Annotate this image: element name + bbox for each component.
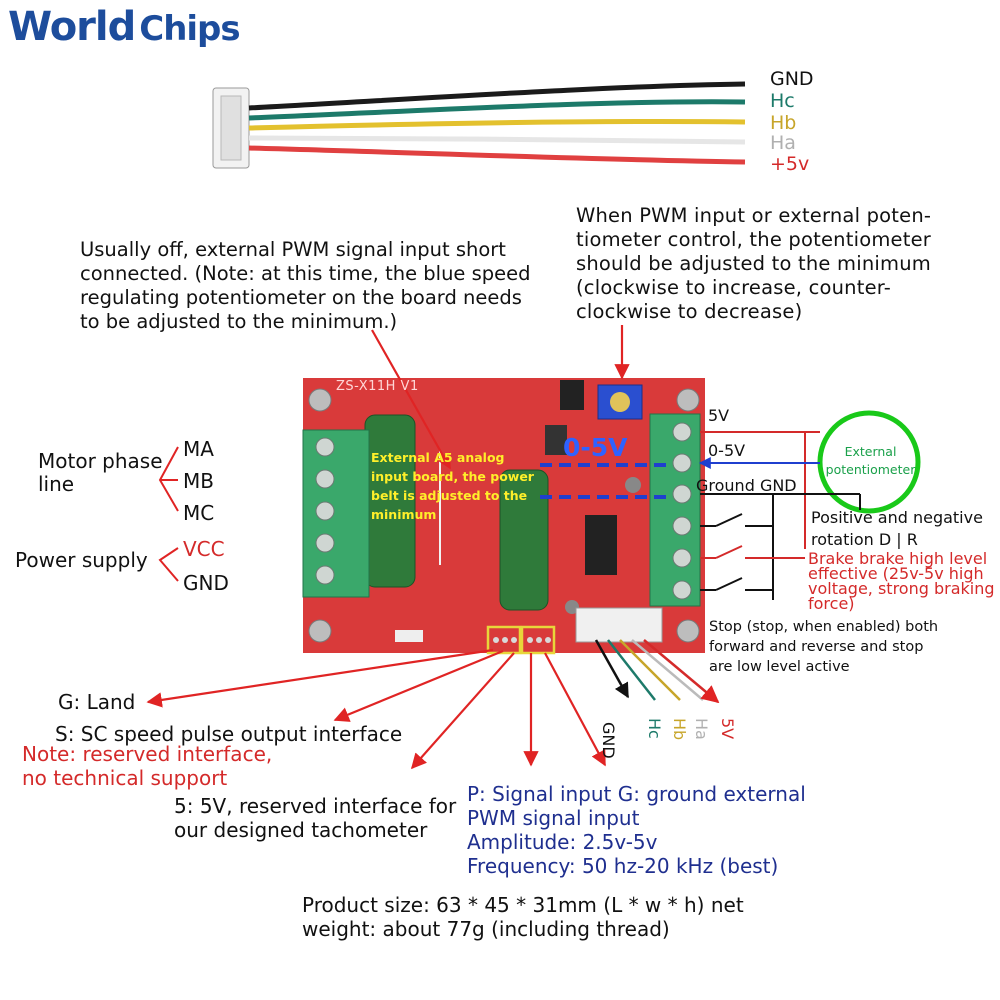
right-terminal-block — [649, 413, 701, 607]
brake-note: Brake brake high level effective (25v-5v… — [808, 549, 995, 613]
cable-label-gnd: GND — [770, 68, 814, 90]
external-potentiometer-label: External potentiometer — [825, 444, 916, 477]
hall-label-5v: 5V — [718, 718, 737, 740]
callout-arrows — [146, 325, 630, 770]
g-land-note: G: Land — [58, 690, 136, 714]
mount-hole — [676, 388, 700, 412]
wire-hc — [248, 99, 746, 121]
stop-note: Stop (stop, when enabled) both forward a… — [709, 619, 939, 675]
hall-cable — [212, 81, 746, 169]
pwm-short-note: Usually off, external PWM signal input s… — [80, 238, 531, 333]
logo-chips: Chips — [139, 9, 240, 49]
wire-ha — [248, 135, 746, 145]
mount-hole — [676, 619, 700, 643]
wire-gnd — [248, 81, 746, 111]
potentiometer-note: When PWM input or external poten- tiomet… — [576, 204, 932, 323]
reserved-interface-note: Note: reserved interface, no technical s… — [22, 742, 273, 790]
header-box — [486, 625, 522, 655]
cable-label-ha: Ha — [770, 132, 796, 154]
cable-label-hb: Hb — [770, 112, 797, 134]
cable-label-5v: +5v — [770, 153, 810, 175]
cable-label-hc: Hc — [770, 90, 795, 112]
terminal-label-mb: MB — [183, 469, 214, 493]
pcb-board — [303, 378, 705, 655]
left-terminal-block — [302, 429, 370, 598]
ic-chip — [585, 515, 617, 575]
motor-phase-label: Motor phase line — [38, 449, 163, 496]
terminal-label-ma: MA — [183, 437, 214, 461]
mount-hole — [308, 619, 332, 643]
capacitor — [499, 469, 549, 611]
bottom-hall-wires — [594, 639, 720, 704]
terminal-label-gnd: GND — [183, 571, 229, 595]
tachometer-note: 5: 5V, reserved interface for our design… — [174, 794, 457, 842]
terminal-label-vcc: VCC — [183, 537, 225, 561]
logo-world: World — [8, 4, 136, 50]
direction-note: Positive and negative rotation D | R — [811, 508, 983, 549]
pwm-input-note: P: Signal input G: ground external PWM s… — [467, 782, 806, 878]
wire-5v — [248, 145, 746, 165]
terminal-label-5v: 5V — [708, 406, 730, 425]
right-wiring — [698, 431, 861, 600]
hall-label-hb: Hb — [670, 718, 689, 741]
mount-hole — [308, 388, 332, 412]
speed-pulse-note: S: SC speed pulse output interface — [55, 722, 403, 746]
board-model-label: ZS-X11H V1 — [336, 379, 419, 394]
input-range-label: 0-5V — [563, 433, 628, 462]
hall-label-gnd: GND — [599, 722, 618, 759]
power-supply-label: Power supply — [15, 548, 148, 572]
hall-label-hc: Hc — [645, 718, 664, 739]
pcb-overlay-note: External A5 analog input board, the powe… — [371, 450, 534, 522]
wire-hb — [248, 118, 746, 131]
hall-connector — [575, 607, 663, 643]
terminal-label-mc: MC — [183, 501, 215, 525]
product-size-note: Product size: 63 * 45 * 31mm (L * w * h)… — [302, 893, 744, 941]
hall-label-ha: Ha — [692, 718, 711, 740]
terminal-label-ground: Ground GND — [696, 476, 797, 495]
terminal-label-0-5v: 0-5V — [708, 441, 746, 460]
header-box — [520, 625, 556, 655]
